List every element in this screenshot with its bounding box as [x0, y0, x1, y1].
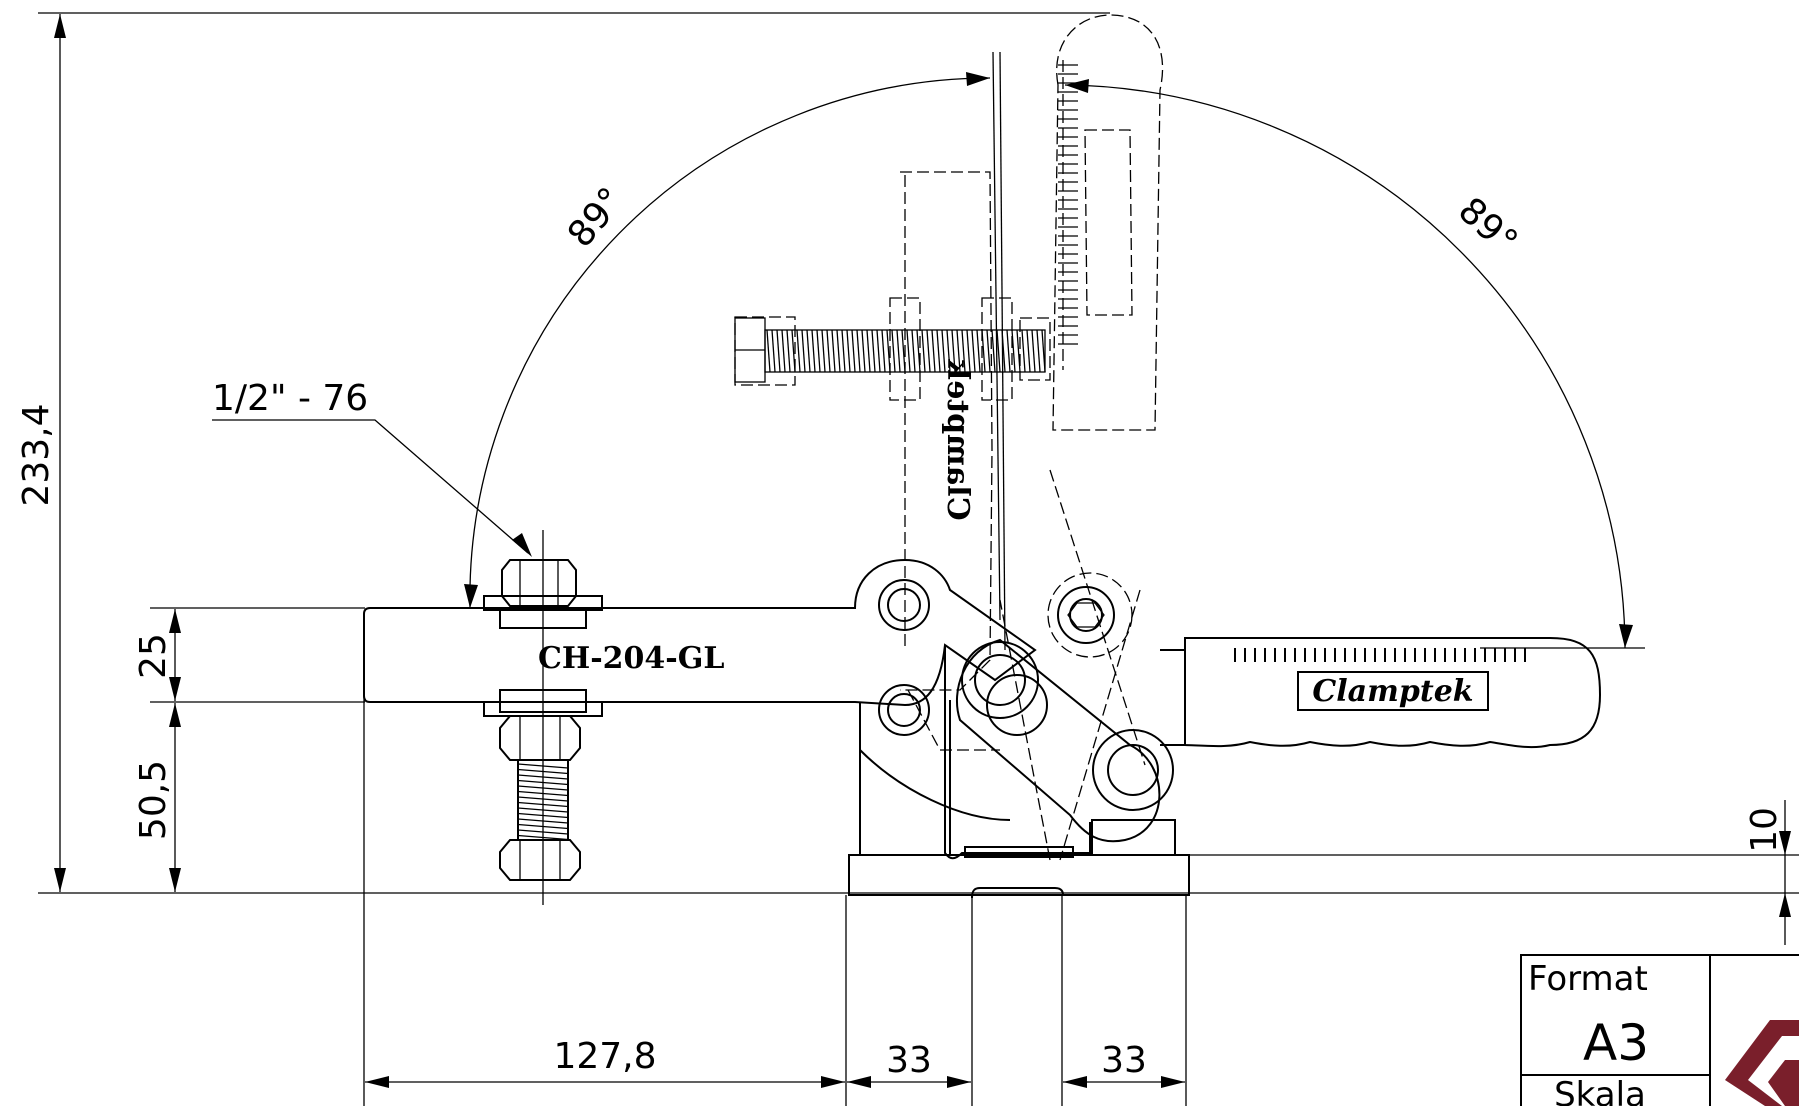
clamp-arm[interactable]: CH-204-GL: [363, 558, 1037, 736]
phantom-threads-line: [846, 329, 851, 373]
brand-label: Clamptek: [1312, 674, 1473, 709]
thread-callout: 1/2" - 76: [212, 378, 368, 419]
phantom-threads-line: [1011, 329, 1016, 373]
spindle-threads-line: [517, 834, 569, 841]
scale-label: Skala: [1554, 1075, 1646, 1106]
extension-lines: [38, 12, 1799, 1106]
mirrored-brand-label: Clamptek: [940, 358, 975, 520]
spindle-threads-line: [517, 823, 569, 830]
phantom-threads-line: [996, 329, 1001, 373]
phantom-threads-line: [771, 329, 776, 373]
phantom-threads-line: [791, 329, 796, 373]
phantom-threads-line: [886, 329, 891, 373]
phantom-threads-line: [981, 329, 986, 373]
phantom-threads-line: [811, 329, 816, 373]
phantom-threads-line: [931, 329, 936, 373]
clamp-handle[interactable]: Clamptek: [1184, 637, 1602, 749]
phantom-threads-line: [916, 329, 921, 373]
phantom-threads-line: [861, 329, 866, 373]
mounting-base: [848, 854, 1190, 899]
phantom-threads-line: [801, 329, 806, 373]
phantom-threads-line: [776, 329, 781, 373]
phantom-open-position: [734, 14, 1164, 861]
phantom-threads-line: [941, 329, 946, 373]
dim-left-angle: 89°: [560, 180, 632, 255]
spindle-threads-line: [517, 801, 569, 808]
phantom-threads-line: [1036, 329, 1041, 373]
phantom-threads-line: [976, 329, 981, 373]
dim-spindle-height: 50,5: [133, 760, 174, 840]
phantom-threads-line: [781, 329, 786, 373]
spindle-threads-line: [517, 790, 569, 797]
phantom-threads-line: [1006, 329, 1011, 373]
phantom-threads-line: [966, 329, 971, 373]
phantom-threads-line: [906, 329, 911, 373]
dim-arm-length: 127,8: [553, 1036, 656, 1077]
linkage[interactable]: [955, 586, 1174, 843]
dim-base-right: 33: [1101, 1040, 1147, 1081]
phantom-threads-line: [936, 329, 941, 373]
phantom-threads-line: [1026, 329, 1031, 373]
phantom-threads-line: [821, 329, 826, 373]
dimension-lines: [54, 14, 1791, 1088]
phantom-threads-line: [986, 329, 991, 373]
dim-base-left: 33: [886, 1040, 932, 1081]
phantom-threads-line: [796, 329, 801, 373]
phantom-threads-line: [971, 329, 976, 373]
phantom-threads-line: [921, 329, 926, 373]
company-logo: [1725, 1020, 1799, 1106]
phantom-threads-line: [1041, 329, 1046, 373]
phantom-threads-line: [991, 329, 996, 373]
phantom-threads-line: [866, 329, 871, 373]
phantom-threads-line: [901, 329, 906, 373]
phantom-threads-line: [836, 329, 841, 373]
spindle-threads-line: [517, 774, 569, 780]
part-number-label: CH-204-GL: [538, 641, 724, 676]
spindle-threads-line: [517, 796, 569, 802]
spindle-threads-line: [517, 785, 569, 791]
phantom-threads-line: [896, 329, 901, 373]
phantom-threads-line: [766, 329, 771, 373]
spindle-threads-line: [517, 768, 569, 775]
phantom-threads-line: [1021, 329, 1026, 373]
spindle-threads-line: [517, 829, 569, 835]
phantom-threads-line: [876, 329, 881, 373]
phantom-threads-line: [871, 329, 876, 373]
format-label: Format: [1528, 959, 1648, 999]
phantom-threads-line: [1001, 329, 1006, 373]
format-value: A3: [1583, 1014, 1649, 1072]
dim-total-height: 233,4: [16, 403, 57, 506]
phantom-threads-line: [806, 329, 811, 373]
dim-arm-height: 25: [133, 633, 174, 679]
phantom-threads-line: [826, 329, 831, 373]
phantom-threads-line: [831, 329, 836, 373]
spindle-threads-line: [517, 812, 569, 819]
phantom-threads-line: [841, 329, 846, 373]
clamp-body: [859, 645, 1186, 860]
phantom-threads-line: [851, 329, 856, 373]
spindle-threads-line: [517, 807, 569, 813]
centre-lines: [542, 51, 1006, 905]
dim-base-thickness: 10: [1744, 807, 1785, 853]
phantom-spindle: [734, 60, 1078, 383]
phantom-threads-line: [816, 329, 821, 373]
phantom-threads-line: [951, 329, 956, 373]
phantom-threads-line: [891, 329, 896, 373]
phantom-threads-line: [1016, 329, 1021, 373]
phantom-threads-line: [911, 329, 916, 373]
spindle-threads-line: [517, 818, 569, 824]
phantom-threads-line: [926, 329, 931, 373]
phantom-threads-line: [786, 329, 791, 373]
phantom-threads-line: [946, 329, 951, 373]
spindle-threads-line: [517, 763, 569, 769]
title-block: Format A3 Skala: [1520, 954, 1799, 1106]
phantom-threads-line: [856, 329, 861, 373]
phantom-threads-line: [961, 329, 966, 373]
phantom-threads-line: [956, 329, 961, 373]
phantom-threads-line: [881, 329, 886, 373]
spindle-assembly[interactable]: [483, 559, 603, 881]
phantom-threads-line: [1031, 329, 1036, 373]
spindle-threads-line: [517, 779, 569, 786]
